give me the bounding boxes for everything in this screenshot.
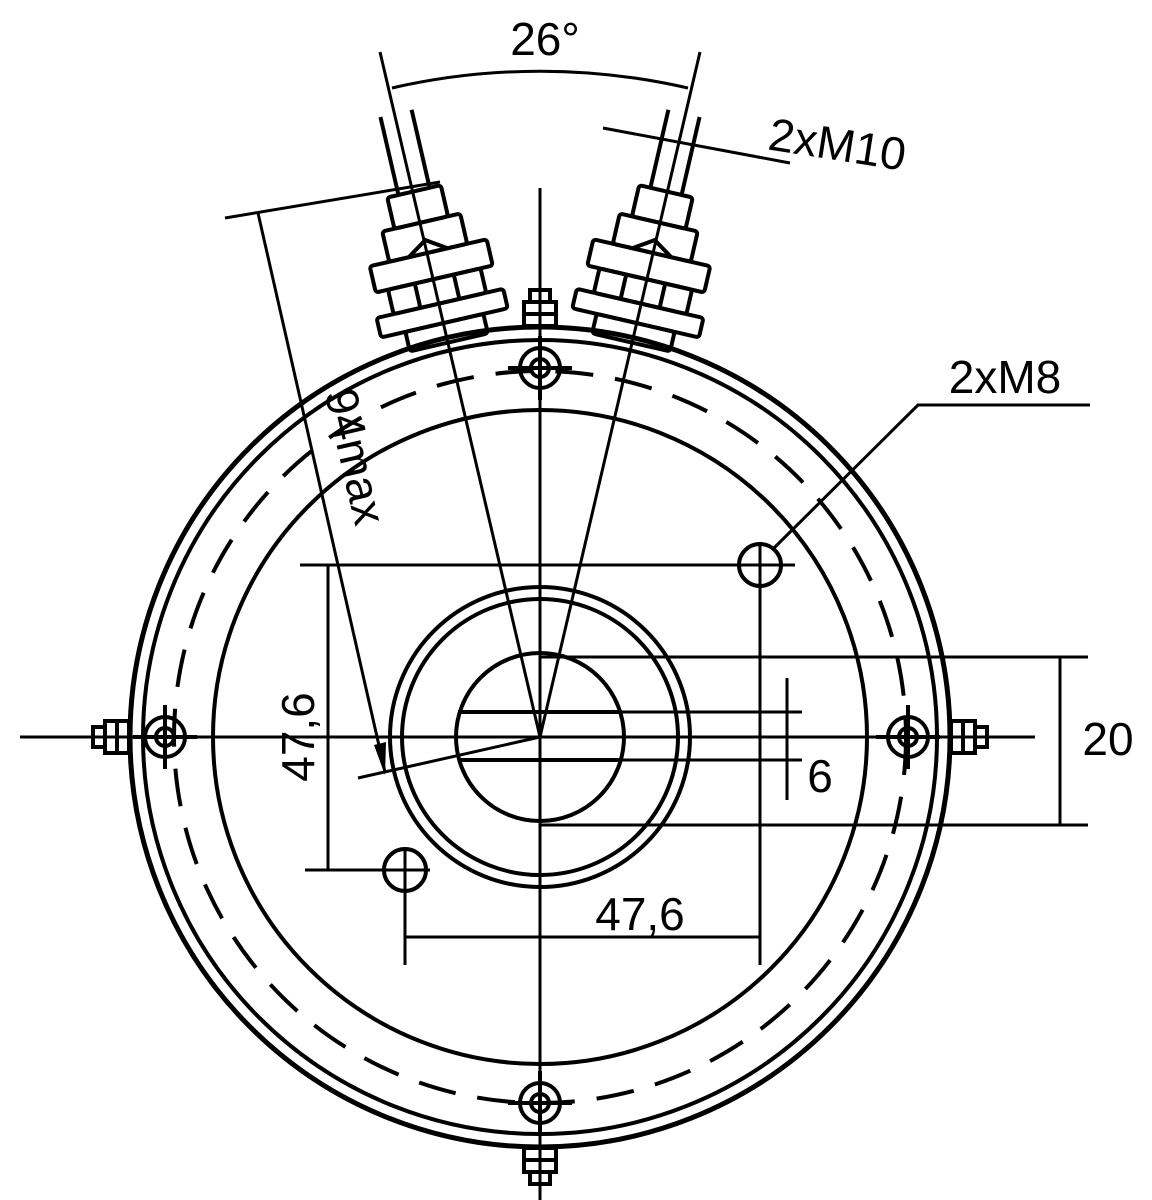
mounting-bolt: [508, 1071, 572, 1135]
flat-width-label: 6: [807, 750, 833, 802]
terminal-thread-label: 2xM10: [765, 108, 910, 181]
angle-dimension-arc: [391, 69, 689, 90]
mounting-bolt: [508, 336, 572, 400]
mounting-bolt: [876, 705, 940, 769]
vertical-spacing-label: 47,6: [272, 692, 324, 782]
m10-leader: [602, 126, 791, 165]
bolt-head: [522, 1146, 558, 1186]
dimension-lines: [224, 51, 1090, 965]
bolt-head: [91, 719, 131, 755]
arrowheads: [374, 742, 386, 775]
m8-holes: [382, 542, 783, 893]
angle-label: 26°: [510, 13, 580, 65]
mounting-bolts: [91, 288, 989, 1186]
max-height-dimension-line: [256, 212, 387, 773]
horizontal-spacing-label: 47,6: [595, 888, 685, 940]
bolt-head: [522, 288, 558, 328]
mount-thread-label: 2xM8: [949, 351, 1061, 403]
m8-leader: [772, 403, 1090, 550]
shaft-diameter-label: 20: [1082, 713, 1133, 765]
bolt-head: [949, 719, 989, 755]
mounting-bolt: [133, 705, 197, 769]
